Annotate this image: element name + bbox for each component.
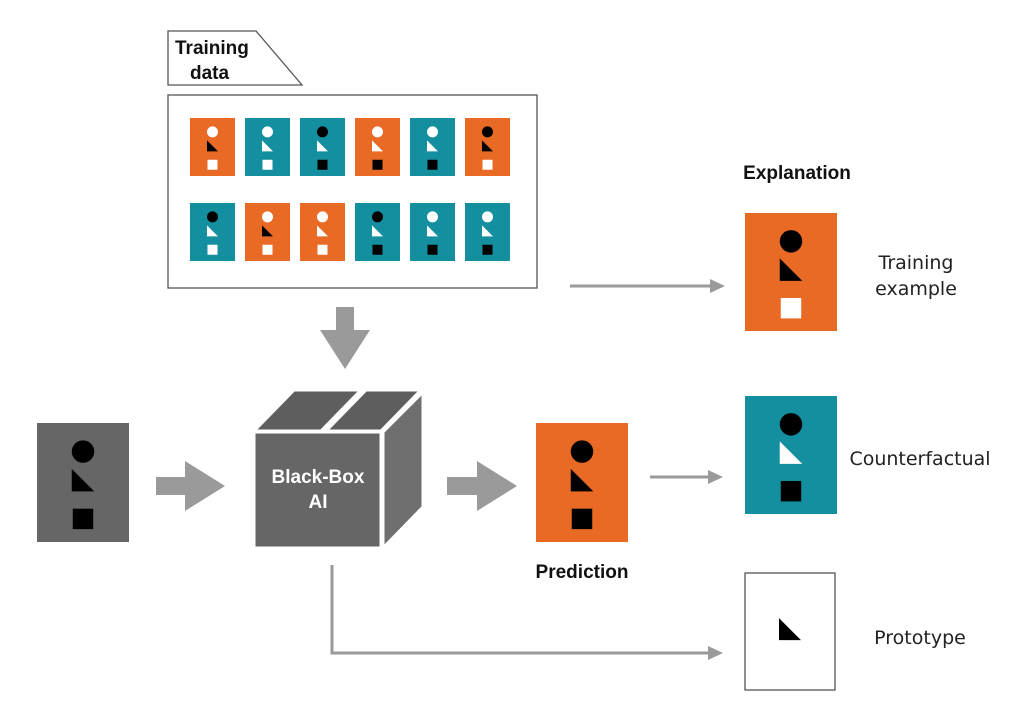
training-cards: [190, 118, 510, 261]
input-card-square-icon: [72, 508, 94, 530]
prediction-card: [536, 423, 628, 542]
training-card-triangle-icon: [482, 140, 493, 152]
counterfactual-card-triangle-icon: [779, 441, 803, 464]
training-card-circle-icon: [262, 211, 273, 223]
training-card-square-icon: [317, 159, 328, 170]
prediction-card-circle-icon: [570, 440, 594, 463]
counterfactual-card-square-icon: [780, 480, 802, 502]
training-data-label-line2: data: [190, 63, 230, 84]
training-card-triangle-icon: [427, 225, 438, 237]
training-example-label-line1: Training: [878, 252, 954, 274]
training-card-circle-icon: [372, 126, 383, 138]
explanation-heading: Explanation: [743, 163, 851, 184]
training-card-square-icon: [427, 244, 438, 255]
arrow-training-to-ai: [320, 307, 370, 369]
input-card: [37, 423, 129, 542]
prediction-label: Prediction: [536, 562, 629, 583]
prototype-label: Prototype: [874, 627, 966, 649]
training-example-card-triangle-icon: [779, 258, 803, 281]
training-card-circle-icon: [207, 211, 218, 223]
training-card-triangle-icon: [262, 140, 273, 152]
arrow-ai-to-prediction: [447, 461, 517, 511]
counterfactual-label: Counterfactual: [849, 448, 990, 470]
training-card-square-icon: [427, 159, 438, 170]
prediction-card-triangle-icon: [570, 468, 594, 492]
arrow-to-counterfactual: [650, 470, 723, 484]
black-box-label-line2: AI: [309, 492, 328, 513]
training-card-circle-icon: [317, 126, 328, 138]
training-card: [465, 203, 510, 261]
input-card-triangle-icon: [71, 468, 95, 492]
training-card-circle-icon: [482, 211, 493, 223]
counterfactual-card: [745, 396, 837, 514]
training-card-square-icon: [482, 244, 493, 255]
training-card: [190, 203, 235, 261]
training-card: [190, 118, 235, 176]
training-card: [465, 118, 510, 176]
training-card-square-icon: [262, 244, 273, 255]
training-card-square-icon: [317, 244, 328, 255]
training-card: [300, 118, 345, 176]
arrow-to-training-example: [570, 279, 725, 293]
training-card-circle-icon: [482, 126, 493, 138]
training-example-label-line2: example: [875, 278, 957, 300]
training-card-square-icon: [372, 159, 383, 170]
prediction-card-square-icon: [571, 508, 593, 530]
training-card: [245, 203, 290, 261]
training-card-triangle-icon: [317, 140, 328, 152]
training-card: [300, 203, 345, 261]
counterfactual-card-circle-icon: [779, 413, 803, 436]
training-card-triangle-icon: [482, 225, 493, 237]
training-example-card: [745, 213, 837, 331]
training-card: [410, 118, 455, 176]
training-card-circle-icon: [262, 126, 273, 138]
arrow-input-to-ai: [156, 461, 225, 511]
training-card-triangle-icon: [372, 225, 383, 237]
training-data-label-line1: Training: [175, 38, 249, 59]
training-card-square-icon: [207, 244, 218, 255]
training-card-triangle-icon: [207, 140, 218, 152]
training-card: [355, 118, 400, 176]
black-box-label-line1: Black-Box: [272, 467, 365, 488]
prototype-card-triangle-icon: [779, 618, 801, 641]
training-card-circle-icon: [317, 211, 328, 223]
training-card: [410, 203, 455, 261]
training-card-circle-icon: [427, 126, 438, 138]
arrow-to-prototype: [330, 565, 723, 660]
training-example-card-circle-icon: [779, 230, 803, 253]
black-box-cube: Black-Box AI: [250, 388, 425, 552]
prototype-card: [744, 572, 836, 691]
training-card: [355, 203, 400, 261]
training-card-circle-icon: [372, 211, 383, 223]
training-card-square-icon: [372, 244, 383, 255]
training-card-circle-icon: [427, 211, 438, 223]
cube-front: [252, 430, 383, 550]
training-card-circle-icon: [207, 126, 218, 138]
training-card-square-icon: [262, 159, 273, 170]
training-card-triangle-icon: [262, 225, 273, 237]
training-card-square-icon: [207, 159, 218, 170]
training-card-triangle-icon: [317, 225, 328, 237]
training-example-card-square-icon: [780, 297, 802, 319]
training-card-triangle-icon: [372, 140, 383, 152]
training-card: [245, 118, 290, 176]
training-card-triangle-icon: [427, 140, 438, 152]
cube-side: [381, 388, 425, 552]
training-card-square-icon: [482, 159, 493, 170]
training-data-tab: [167, 30, 304, 86]
input-card-circle-icon: [71, 440, 95, 463]
training-card-triangle-icon: [207, 225, 218, 237]
